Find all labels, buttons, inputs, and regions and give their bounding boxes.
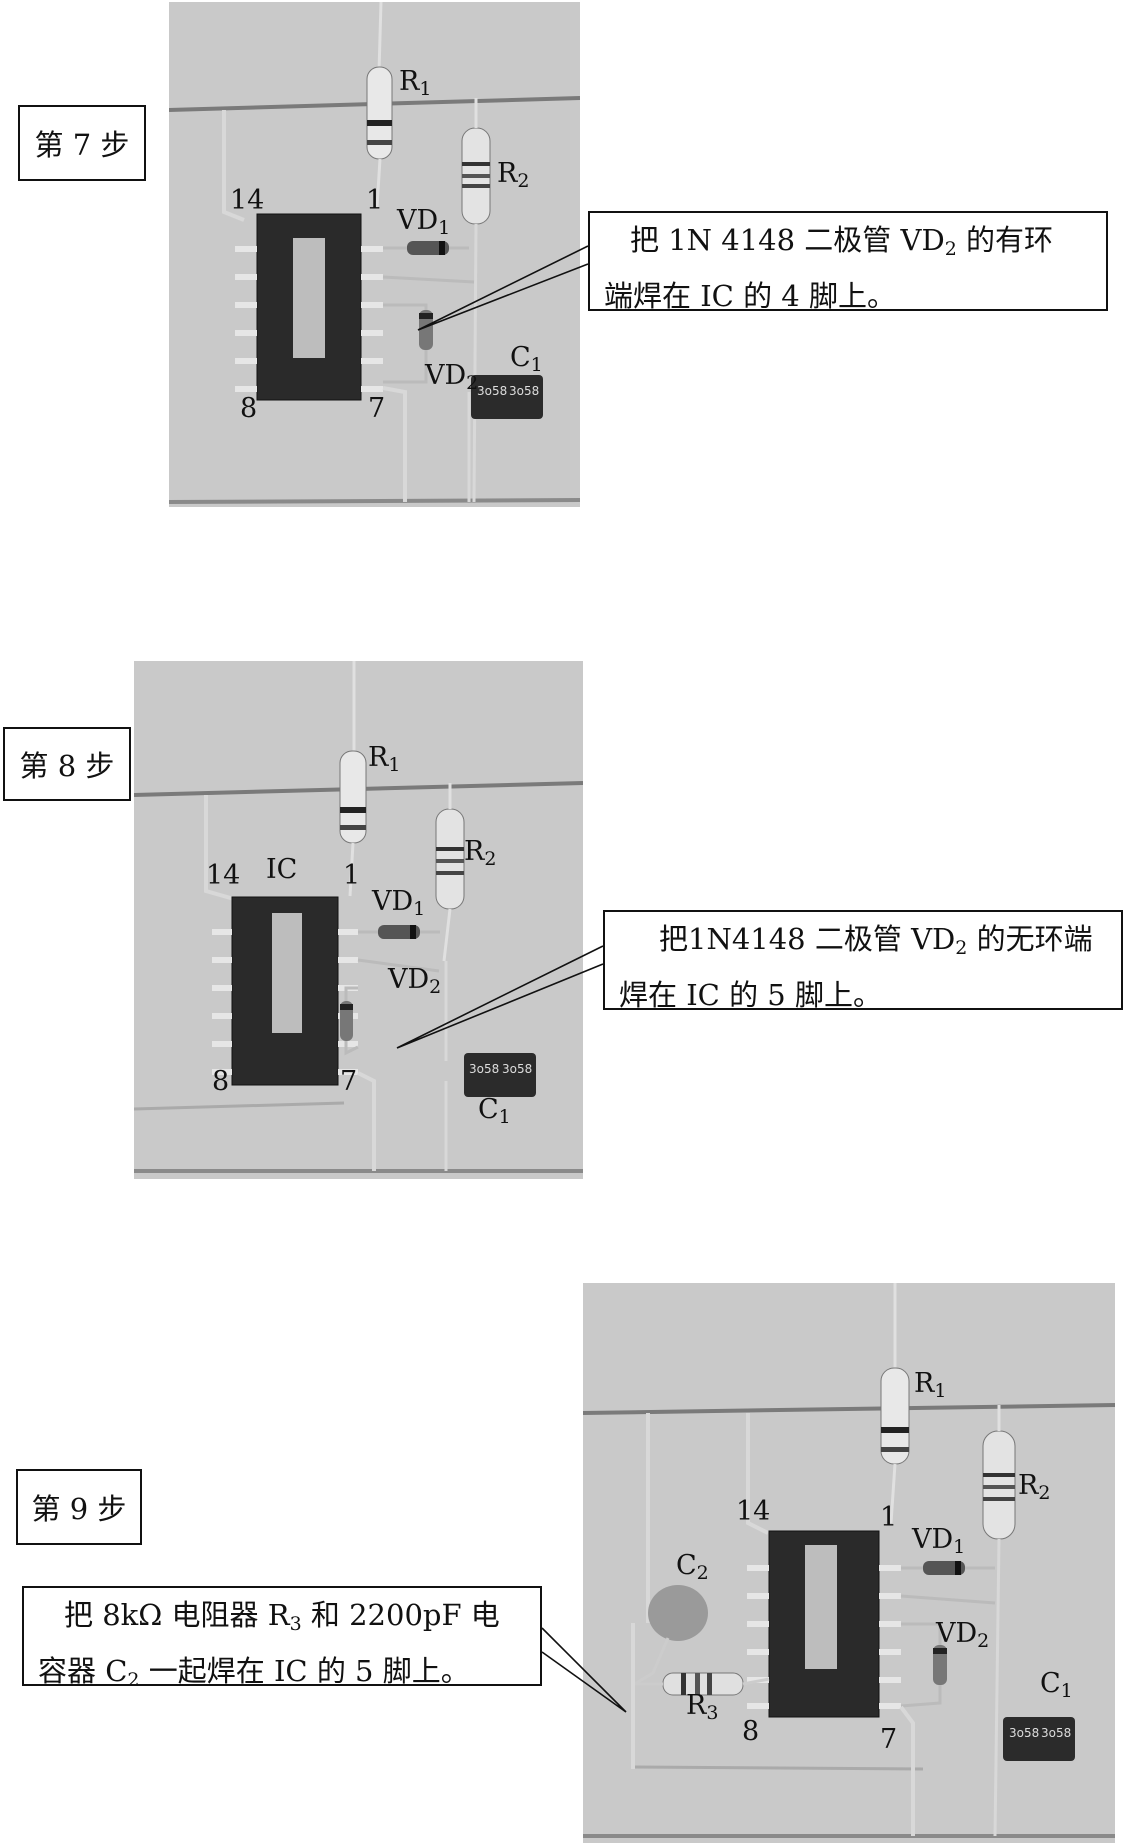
step9-label-box: 第 9 步: [16, 1469, 142, 1545]
step8-callout-line2: 焊在 IC 的 5 脚上。: [619, 978, 882, 1012]
step7-callout-line1: 把 1N 4148 二极管 VD2 的有环: [630, 223, 1054, 260]
step9-vd1-label: VD1: [912, 1524, 966, 1558]
step8-c1-marking: 3o58: [469, 1062, 499, 1076]
step9-pin14-label: 14: [736, 1496, 771, 1527]
step9-r1-label: R1: [914, 1368, 947, 1402]
step7-label-box: 第 7 步: [18, 105, 146, 181]
step8-ic-label: IC: [266, 854, 298, 885]
step7-c1-marking-2: 3o58: [509, 384, 539, 398]
step7-r1-label: R1: [399, 66, 432, 100]
step9-r3-label: R3: [686, 1690, 719, 1724]
step8-circuit-illustration: 3o58 3o58: [134, 661, 583, 1173]
step7-callout: 把 1N 4148 二极管 VD2 的有环 端焊在 IC 的 4 脚上。: [588, 211, 1108, 313]
step7-pin8-label: 8: [240, 393, 258, 424]
step8-c1-marking-2: 3o58: [502, 1062, 532, 1076]
step7-circuit-illustration: 3o58 3o58: [169, 2, 580, 504]
step8-c1-label: C1: [478, 1094, 511, 1128]
step9-circuit-illustration: 3o58 3o58: [583, 1283, 1115, 1838]
step8-label-box: 第 8 步: [3, 727, 131, 801]
step9-vd2-label: VD2: [936, 1618, 990, 1652]
step9-callout: 把 8kΩ 电阻器 R3 和 2200pF 电 容器 C2 一起焊在 IC 的 …: [22, 1586, 542, 1691]
step8-callout-line1: 把1N4148 二极管 VD2 的无环端: [659, 922, 1093, 959]
step8-pin8-label: 8: [212, 1066, 230, 1097]
step7-c1-label: C1: [510, 342, 543, 376]
step9-r2-label: R2: [1018, 1470, 1051, 1504]
step8-vd2-label: VD2: [388, 964, 442, 998]
step7-vd1-label: VD1: [397, 205, 451, 239]
step9-callout-line2: 容器 C2 一起焊在 IC 的 5 脚上。: [38, 1654, 470, 1691]
step8-photo: 3o58 3o58: [134, 661, 583, 1179]
step8-r2-label: R2: [464, 836, 497, 870]
step9-c1-marking-2: 3o58: [1041, 1726, 1071, 1740]
step9-callout-line1: 把 8kΩ 电阻器 R3 和 2200pF 电: [64, 1598, 500, 1635]
step8-callout: 把1N4148 二极管 VD2 的无环端 焊在 IC 的 5 脚上。: [603, 910, 1123, 1012]
step9-photo: 3o58 3o58: [583, 1283, 1115, 1843]
step7-pin1-label: 1: [366, 185, 384, 216]
step9-c2-label: C2: [676, 1550, 709, 1584]
step8-pin1-label: 1: [343, 860, 361, 891]
step7-vd2-label: VD2: [425, 360, 479, 394]
step9-c1-marking: 3o58: [1009, 1726, 1039, 1740]
step7-c1-marking: 3o58: [477, 384, 507, 398]
step7-r2-label: R2: [497, 158, 530, 192]
step8-pin14-label: 14: [206, 860, 241, 891]
step9-pin8-label: 8: [742, 1716, 760, 1747]
step7-callout-line2: 端焊在 IC 的 4 脚上。: [604, 279, 896, 313]
step9-c1-label: C1: [1040, 1668, 1073, 1702]
step8-r1-label: R1: [368, 742, 401, 776]
step9-pin1-label: 1: [880, 1502, 898, 1533]
step8-pin7-label: 7: [340, 1066, 358, 1097]
step7-pin7-label: 7: [368, 393, 386, 424]
step7-pin14-label: 14: [230, 185, 265, 216]
step8-vd1-label: VD1: [372, 886, 426, 920]
step9-pin7-label: 7: [880, 1724, 898, 1755]
